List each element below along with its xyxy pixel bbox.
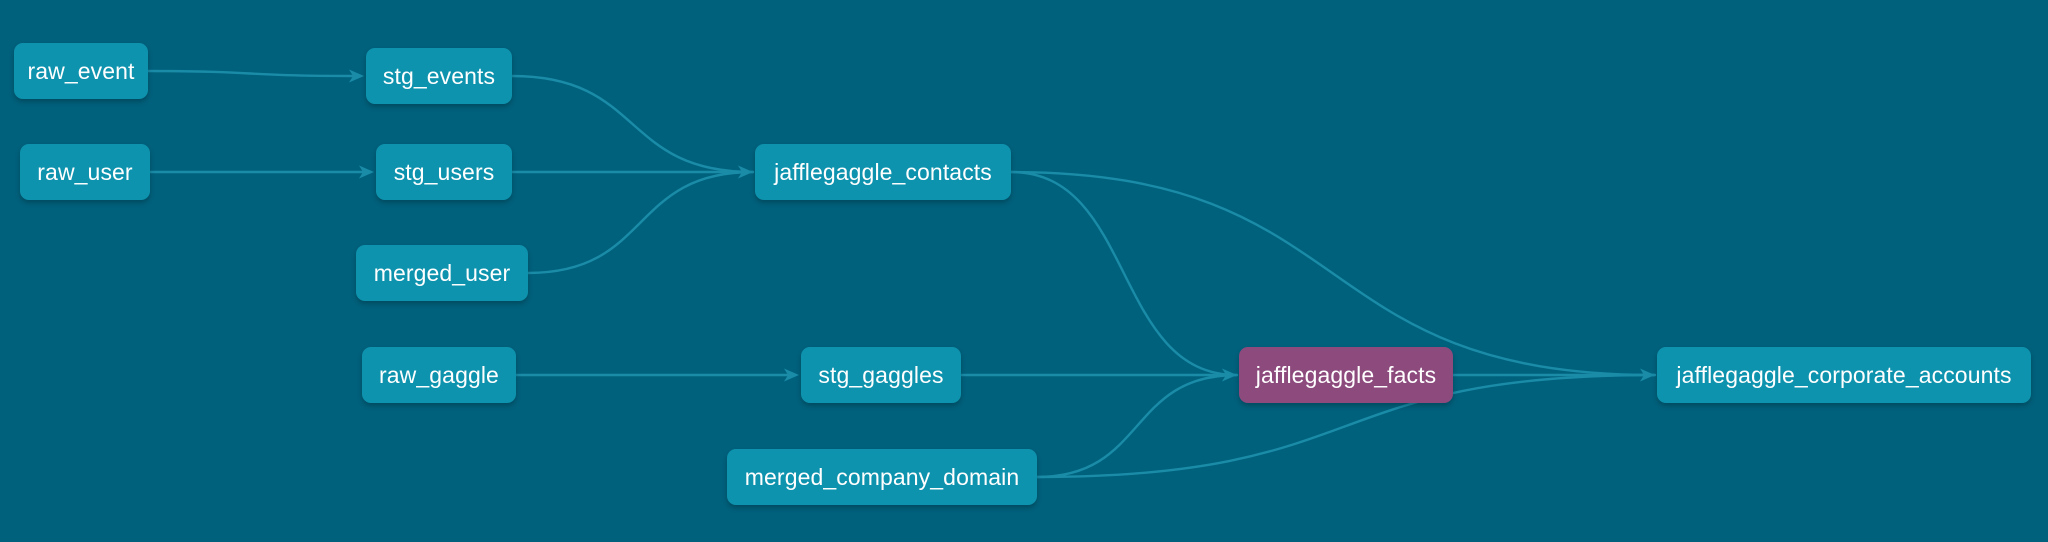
graph-node-label: jafflegaggle_corporate_accounts: [1676, 361, 2012, 388]
graph-edge-arrowhead: [784, 368, 799, 382]
graph-node-label: merged_company_domain: [744, 463, 1020, 490]
graph-node-label: raw_user: [37, 158, 133, 185]
graph-node-label: jafflegaggle_facts: [1255, 361, 1437, 388]
graph-node-label: merged_user: [373, 259, 511, 286]
graph-node-jafflegaggle_facts[interactable]: jafflegaggle_facts: [1239, 347, 1453, 403]
graph-edge-merged_user-to-jafflegaggle_contacts: [526, 170, 755, 275]
graph-node-raw_user[interactable]: raw_user: [20, 144, 150, 200]
graph-node-jafflegaggle_corporate_accounts[interactable]: jafflegaggle_corporate_accounts: [1657, 347, 2031, 403]
graph-edge-jafflegaggle_contacts-to-jafflegaggle_facts: [1009, 170, 1239, 377]
graph-edge-stg_events-to-jafflegaggle_contacts: [510, 74, 755, 174]
graph-node-label: stg_users: [393, 158, 495, 185]
graph-node-stg_events[interactable]: stg_events: [366, 48, 512, 104]
graph-node-label: raw_gaggle: [379, 361, 499, 388]
graph-edge-arrowhead: [1640, 368, 1655, 382]
graph-node-merged_company_domain[interactable]: merged_company_domain: [727, 449, 1037, 505]
graph-edge-arrowhead: [738, 165, 753, 179]
graph-node-stg_users[interactable]: stg_users: [376, 144, 512, 200]
graph-node-raw_gaggle[interactable]: raw_gaggle: [362, 347, 516, 403]
graph-node-merged_user[interactable]: merged_user: [356, 245, 528, 301]
graph-edge-arrowhead: [359, 165, 374, 179]
graph-edge-merged_company_domain-to-jafflegaggle_facts: [1035, 373, 1239, 479]
graph-edge-arrowhead: [1222, 368, 1237, 382]
graph-node-raw_event[interactable]: raw_event: [14, 43, 148, 99]
graph-node-label: stg_gaggles: [818, 361, 944, 388]
graph-node-label: jafflegaggle_contacts: [774, 158, 992, 185]
graph-edge-raw_event-to-stg_events: [146, 69, 354, 78]
graph-node-label: raw_event: [27, 57, 135, 84]
graph-node-label: stg_events: [382, 62, 496, 89]
graph-node-stg_gaggles[interactable]: stg_gaggles: [801, 347, 961, 403]
graph-edge-arrowhead: [349, 69, 364, 83]
graph-edge-jafflegaggle_contacts-to-jafflegaggle_corporate_accounts: [1009, 170, 1657, 377]
graph-node-jafflegaggle_contacts[interactable]: jafflegaggle_contacts: [755, 144, 1011, 200]
